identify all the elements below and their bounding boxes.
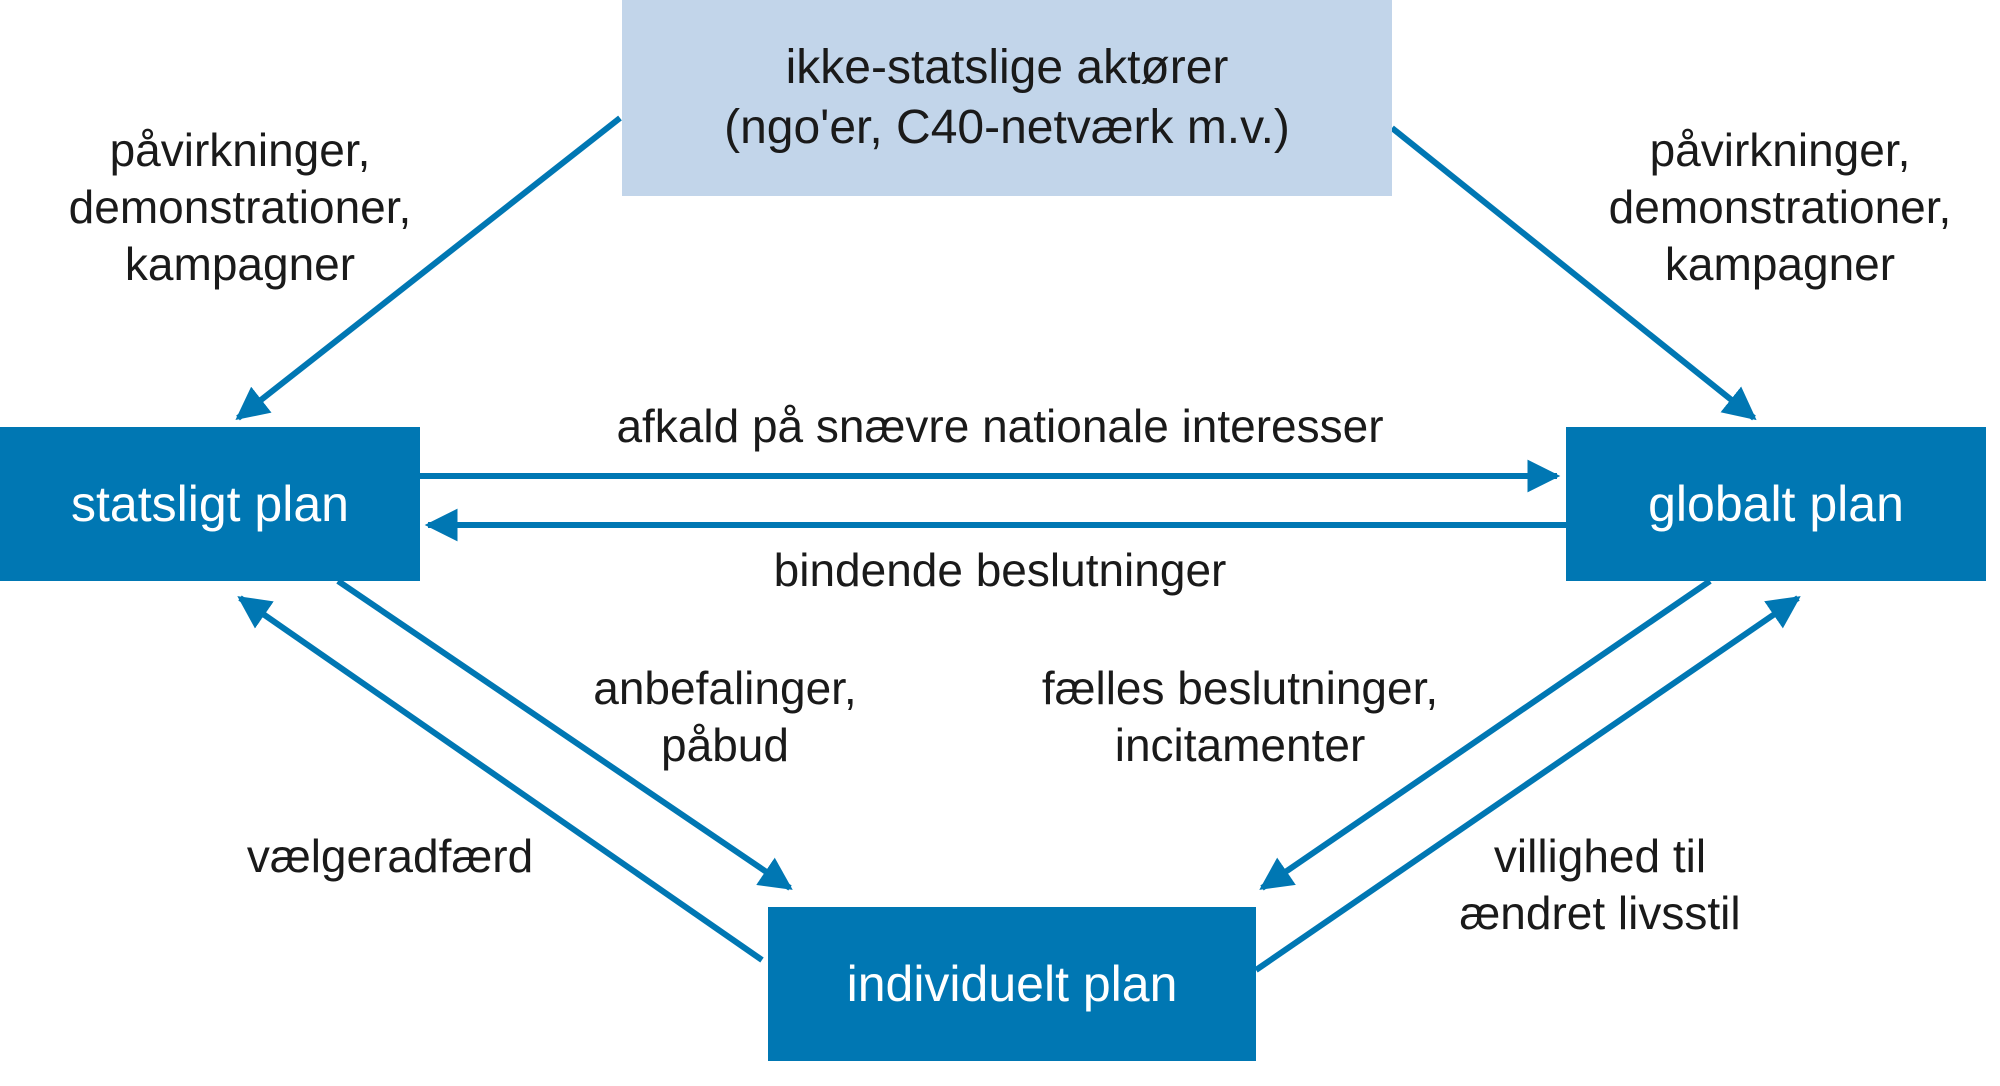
edge-label-line: ændret livsstil [1459,887,1741,939]
edge-label-right-to-left: bindende beslutninger [700,542,1300,599]
edge-label-line: demonstrationer, [1608,181,1952,233]
edge-label-line: kampagner [124,238,356,290]
arrow-bottom-to-left [237,595,764,963]
arrow-top-to-left [235,115,622,421]
edge-label-bottom-to-right: villighed til ændret livsstil [1430,828,1770,942]
arrow-top-to-right [1390,125,1757,421]
arrow-left-to-bottom [336,578,793,891]
node-non-state-actors-subtitle: (ngo'er, C40-netværk m.v.) [724,101,1290,154]
edge-label-line: påbud [661,719,789,771]
edge-label-bottom-to-left: vælgeradfærd [220,828,560,885]
node-individual-level-label: individuelt plan [846,956,1178,1012]
node-state-level: statsligt plan [0,427,420,581]
node-global-level-label: globalt plan [1648,476,1904,532]
edge-label-line: demonstrationer, [68,181,412,233]
edge-label-line: afkald på snævre nationale interesser [616,400,1384,452]
edge-label-line: fælles beslutninger, [1041,662,1439,714]
edge-label-top-to-right: påvirkninger, demonstrationer, kampagner [1580,122,1980,293]
arrow-right-to-bottom [1259,578,1712,891]
node-global-level: globalt plan [1566,427,1986,581]
edge-label-left-to-bottom: anbefalinger, påbud [560,660,890,774]
node-non-state-actors-title: ikke-statslige aktører [785,41,1229,94]
edge-label-line: anbefalinger, [593,662,857,714]
node-individual-level: individuelt plan [768,907,1256,1061]
edge-label-line: påvirkninger, [1649,124,1911,176]
edge-label-top-to-left: påvirkninger, demonstrationer, kampagner [40,122,440,293]
edge-label-line: incitamenter [1114,719,1366,771]
node-state-level-label: statsligt plan [71,476,349,532]
arrow-bottom-to-right [1254,595,1801,973]
edge-label-line: bindende beslutninger [773,544,1227,596]
edge-label-left-to-right: afkald på snævre nationale interesser [560,398,1440,455]
edge-label-line: påvirkninger, [109,124,371,176]
edge-label-line: kampagner [1664,238,1896,290]
node-non-state-actors: ikke-statslige aktører (ngo'er, C40-netv… [622,0,1392,196]
edge-label-right-to-bottom: fælles beslutninger, incitamenter [1000,660,1480,774]
edge-label-line: villighed til [1493,830,1707,882]
edge-label-line: vælgeradfærd [246,830,534,882]
